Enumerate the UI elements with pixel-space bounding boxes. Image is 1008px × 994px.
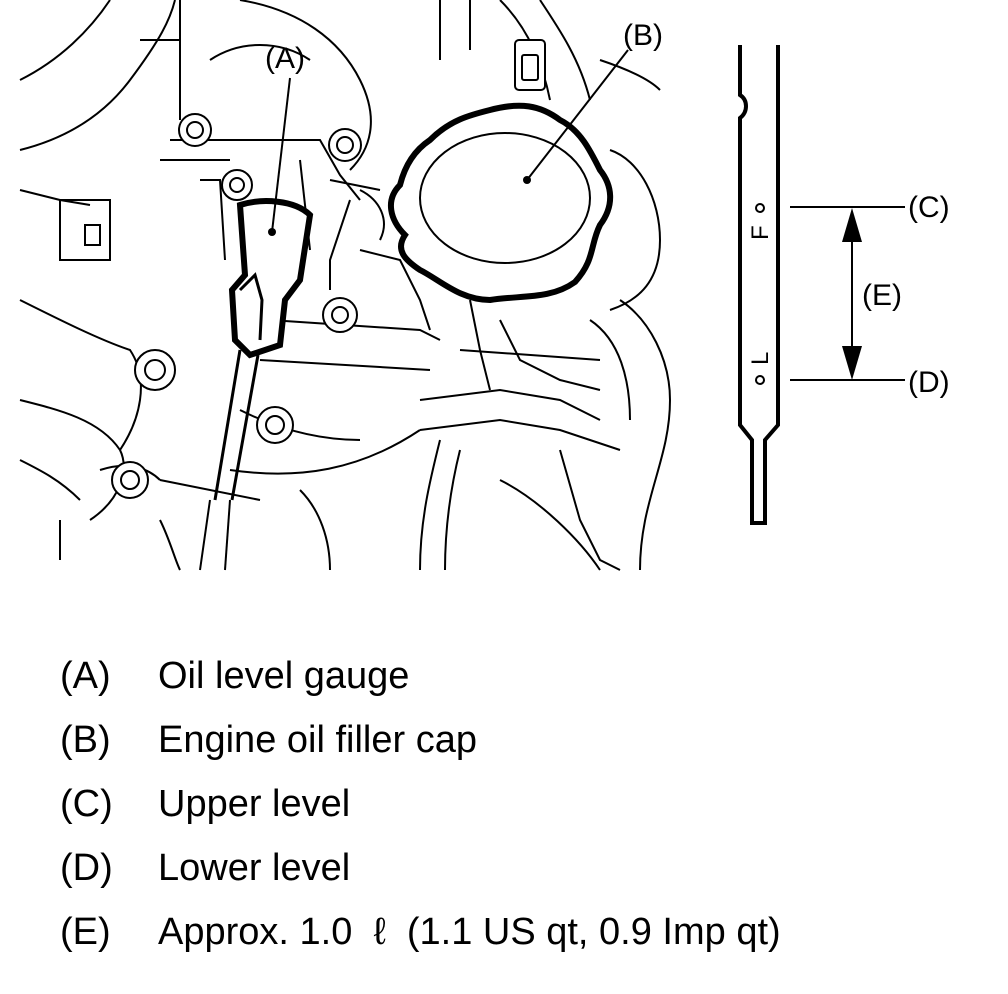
- range-arrow-up: [842, 208, 862, 242]
- legend: (A) Oil level gauge (B) Engine oil fille…: [60, 655, 960, 975]
- legend-item: (E) Approx. 1.0 ℓ (1.1 US qt, 0.9 Imp qt…: [60, 911, 960, 975]
- engine-line-art: [19, 0, 672, 571]
- legend-key: (A): [60, 655, 111, 697]
- legend-text: Approx. 1.0 ℓ (1.1 US qt, 0.9 Imp qt): [158, 911, 781, 953]
- callout-e: (E): [862, 279, 902, 312]
- legend-key: (B): [60, 719, 111, 761]
- legend-key: (C): [60, 783, 113, 825]
- legend-text: Engine oil filler cap: [158, 719, 477, 761]
- legend-item: (A) Oil level gauge: [60, 655, 960, 719]
- legend-key: (D): [60, 847, 113, 889]
- bolts: [111, 39, 546, 499]
- legend-item: (D) Lower level: [60, 847, 960, 911]
- legend-text: Oil level gauge: [158, 655, 410, 697]
- leader-lines: [271, 49, 629, 233]
- gauge-mark-lower: L: [747, 352, 774, 365]
- oil-level-gauge: [213, 198, 314, 501]
- gauge-mark-upper: F: [747, 225, 774, 240]
- legend-text: Lower level: [158, 847, 351, 889]
- legend-text: Upper level: [158, 783, 351, 825]
- legend-item: (C) Upper level: [60, 783, 960, 847]
- legend-item: (B) Engine oil filler cap: [60, 719, 960, 783]
- callout-a: (A): [265, 42, 305, 75]
- dipstick-detail: F L: [738, 45, 905, 525]
- callout-d: (D): [908, 366, 950, 399]
- range-arrow-down: [842, 346, 862, 380]
- callout-c: (C): [908, 191, 950, 224]
- legend-key: (E): [60, 911, 111, 953]
- callout-b: (B): [623, 19, 663, 52]
- oil-filler-cap: [388, 102, 614, 304]
- engine-oil-diagram: F L (A) (B) (C) (E) (D): [19, 0, 950, 571]
